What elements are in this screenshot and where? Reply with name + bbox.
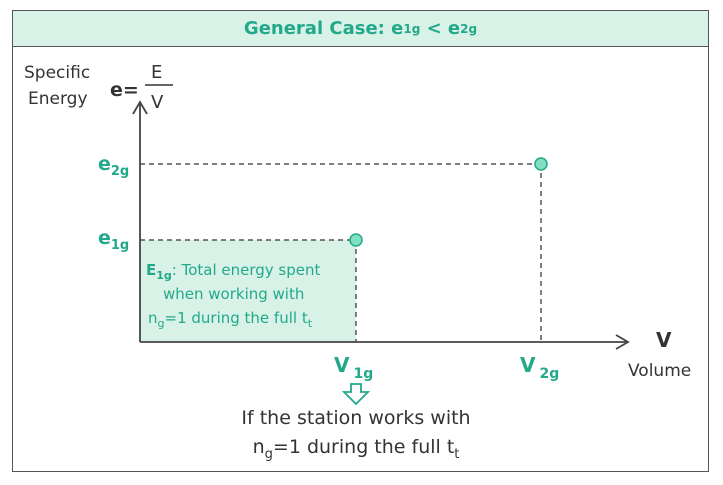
box-line3-n: n [148,309,158,327]
y-axis-arrow [132,100,148,115]
title-mid: < e [420,18,461,39]
formula-denominator: V [151,92,164,113]
tick-v1g-main: V [334,353,350,377]
tick-e1g: e1g [98,227,129,253]
x-axis-arrow [615,334,630,350]
tick-e2g-main: e [98,153,111,175]
point-v1g-e1g [349,233,363,247]
tick-v2g-main: V [520,353,536,377]
x-axis-symbol: V [656,328,672,352]
tick-e2g: e2g [98,153,129,179]
point-v2g-e2g [534,157,548,171]
tick-e1g-sub: 1g [111,238,129,253]
title-sub-1g: 1g [403,21,421,36]
box-line3-g: g [158,317,165,330]
formula-lhs: e= [110,79,139,101]
caption-n: n [253,436,265,458]
title-sub-2g: 2g [460,21,478,36]
box-line2: when working with [163,285,304,303]
box-line1-rest: : Total energy spent [172,261,321,279]
box-e-sub: 1g [156,269,172,282]
tick-v1g-sub: 1g [353,366,373,382]
box-line1: E1g: Total energy spent [146,261,321,282]
box-line3-t: t [308,317,313,330]
tick-e1g-main: e [98,227,111,249]
caption-rest: =1 during the full t [273,436,454,458]
box-e-main: E [146,261,156,279]
down-arrow-icon [341,383,371,406]
caption-t: t [454,447,459,462]
box-line3-b: =1 during the full t [165,309,308,327]
tick-e2g-sub: 2g [111,164,129,179]
x-axis-label: Volume [628,361,691,381]
y-label-line1: Specific [24,63,90,83]
caption-g: g [265,447,273,462]
y-label-line2: Energy [28,89,88,109]
caption-line2: ng=1 during the full tt [253,436,460,462]
formula-numerator: E [151,62,162,83]
box-line3: ng=1 during the full tt [148,309,313,330]
title-prefix: General Case: e [243,18,404,39]
energy-region [140,240,356,342]
tick-v2g-sub: 2g [539,366,559,382]
caption-line1: If the station works with [241,407,470,429]
